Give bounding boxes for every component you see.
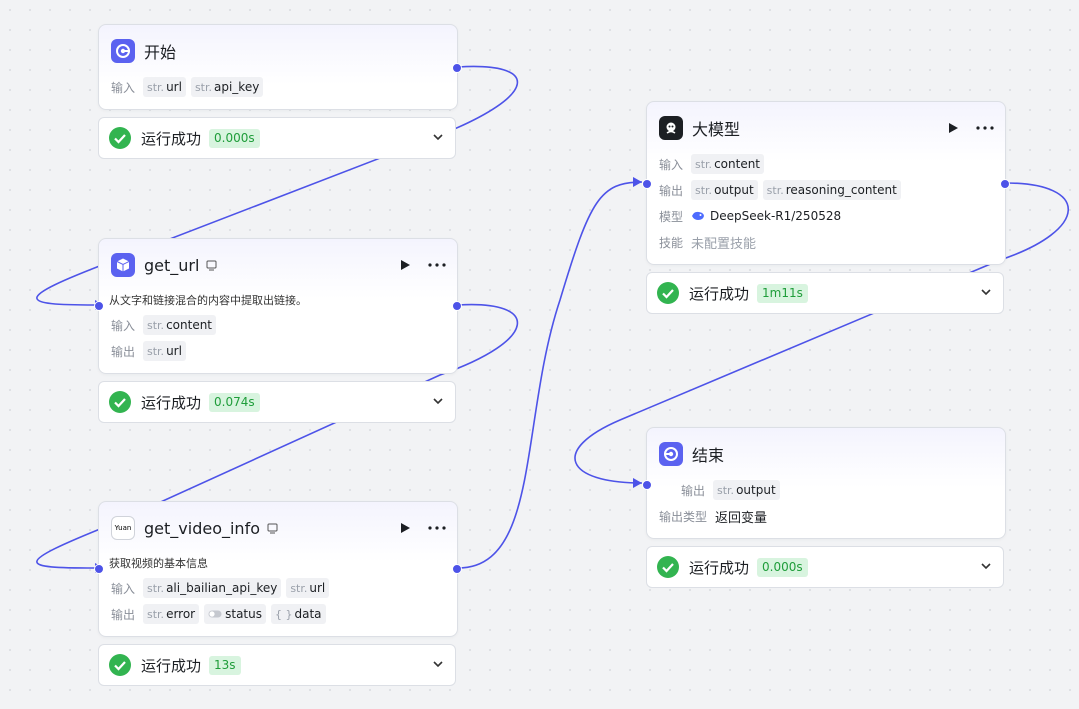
success-check-icon (109, 391, 131, 413)
skill-row: 技能 未配置技能 (659, 235, 757, 252)
run-button[interactable] (943, 118, 963, 138)
run-status-llm[interactable]: 运行成功 1m11s (646, 272, 1004, 314)
node-description: 从文字和链接混合的内容中提取出链接。 (109, 294, 307, 307)
library-icon (267, 523, 278, 533)
success-check-icon (657, 282, 679, 304)
edge-video-info-to-llm (457, 181, 643, 569)
edge-get-url-to-video-info (36, 303, 519, 569)
param-tag: { }data (271, 604, 326, 624)
node-description: 获取视频的基本信息 (109, 557, 208, 570)
duration-badge: 1m11s (757, 283, 808, 303)
more-button[interactable] (427, 518, 447, 538)
end-icon (659, 442, 683, 466)
output-row: 输出 str.output str.reasoning_content (659, 180, 906, 200)
node-get-url[interactable]: get_url 从文字和链接混合的内容中提取出链接。 输入 str.conten… (94, 238, 462, 374)
input-port[interactable] (642, 179, 652, 189)
duration-badge: 0.000s (209, 128, 260, 148)
input-port[interactable] (94, 301, 104, 311)
param-tag: str.api_key (190, 77, 264, 97)
node-title: 开始 (144, 43, 177, 62)
chevron-down-icon[interactable] (979, 559, 993, 573)
run-status-get-video-info[interactable]: 运行成功 13s (98, 644, 456, 686)
param-tag: str.output (713, 480, 780, 500)
node-llm[interactable]: 大模型 输入 str.content 输出 str.output str.rea… (642, 101, 1010, 265)
more-button[interactable] (427, 255, 447, 275)
chevron-down-icon[interactable] (431, 657, 445, 671)
input-port[interactable] (642, 480, 652, 490)
input-port[interactable] (94, 564, 104, 574)
duration-badge: 0.074s (209, 392, 260, 412)
param-tag: str.url (143, 341, 186, 361)
input-row: 输入 str.content (111, 315, 221, 335)
node-end[interactable]: 结束 输出 str.output 输出类型 返回变量 (642, 427, 1006, 539)
chevron-down-icon[interactable] (979, 285, 993, 299)
duration-badge: 0.000s (757, 557, 808, 577)
more-icon (428, 526, 446, 530)
input-row: 输入 str.ali_bailian_api_key str.url (111, 578, 334, 598)
more-icon (976, 126, 994, 130)
deepseek-whale-icon (692, 211, 704, 220)
play-icon (401, 260, 410, 270)
success-check-icon (657, 556, 679, 578)
start-icon (111, 39, 135, 63)
llm-brain-icon (659, 116, 683, 140)
node-get-video-info[interactable]: Yuan get_video_info 获取视频的基本信息 输入 str.ali… (94, 501, 462, 637)
output-port[interactable] (452, 564, 462, 574)
output-port[interactable] (452, 63, 462, 73)
output-type-row: 输出类型 返回变量 (659, 509, 768, 526)
plugin-cube-icon (111, 253, 135, 277)
plugin-logo-icon: Yuan (111, 516, 135, 540)
input-row: 输入 str.content (659, 154, 769, 174)
chevron-down-icon[interactable] (431, 394, 445, 408)
param-tag: str.ali_bailian_api_key (143, 578, 282, 598)
boolean-toggle-icon (208, 610, 222, 618)
duration-badge: 13s (209, 655, 241, 675)
model-row: 模型 DeepSeek-R1/250528 (659, 209, 842, 224)
success-check-icon (109, 127, 131, 149)
output-row: 输出 str.url (111, 341, 191, 361)
param-tag: str.content (143, 315, 217, 335)
output-row: 输出 str.output (681, 480, 785, 500)
output-port[interactable] (1000, 179, 1010, 189)
success-check-icon (109, 654, 131, 676)
run-status-start[interactable]: 运行成功 0.000s (98, 117, 456, 159)
run-button[interactable] (395, 518, 415, 538)
play-icon (949, 123, 958, 133)
param-tag: str.url (143, 77, 186, 97)
more-icon (428, 263, 446, 267)
more-button[interactable] (975, 118, 995, 138)
param-tag: str.output (691, 180, 758, 200)
param-tag: str.content (691, 154, 765, 174)
run-status-get-url[interactable]: 运行成功 0.074s (98, 381, 456, 423)
input-row: 输入 str.url str.api_key (111, 77, 268, 97)
param-tag: status (204, 604, 266, 624)
run-status-end[interactable]: 运行成功 0.000s (646, 546, 1004, 588)
output-port[interactable] (452, 301, 462, 311)
play-icon (401, 523, 410, 533)
param-tag: str.reasoning_content (762, 180, 901, 200)
output-row: 输出 str.error status { }data (111, 604, 331, 624)
param-tag: str.url (286, 578, 330, 598)
chevron-down-icon[interactable] (431, 130, 445, 144)
run-button[interactable] (395, 255, 415, 275)
library-icon (206, 260, 217, 270)
node-start[interactable]: 开始 输入 str.url str.api_key (98, 24, 462, 110)
param-tag: str.error (143, 604, 200, 624)
